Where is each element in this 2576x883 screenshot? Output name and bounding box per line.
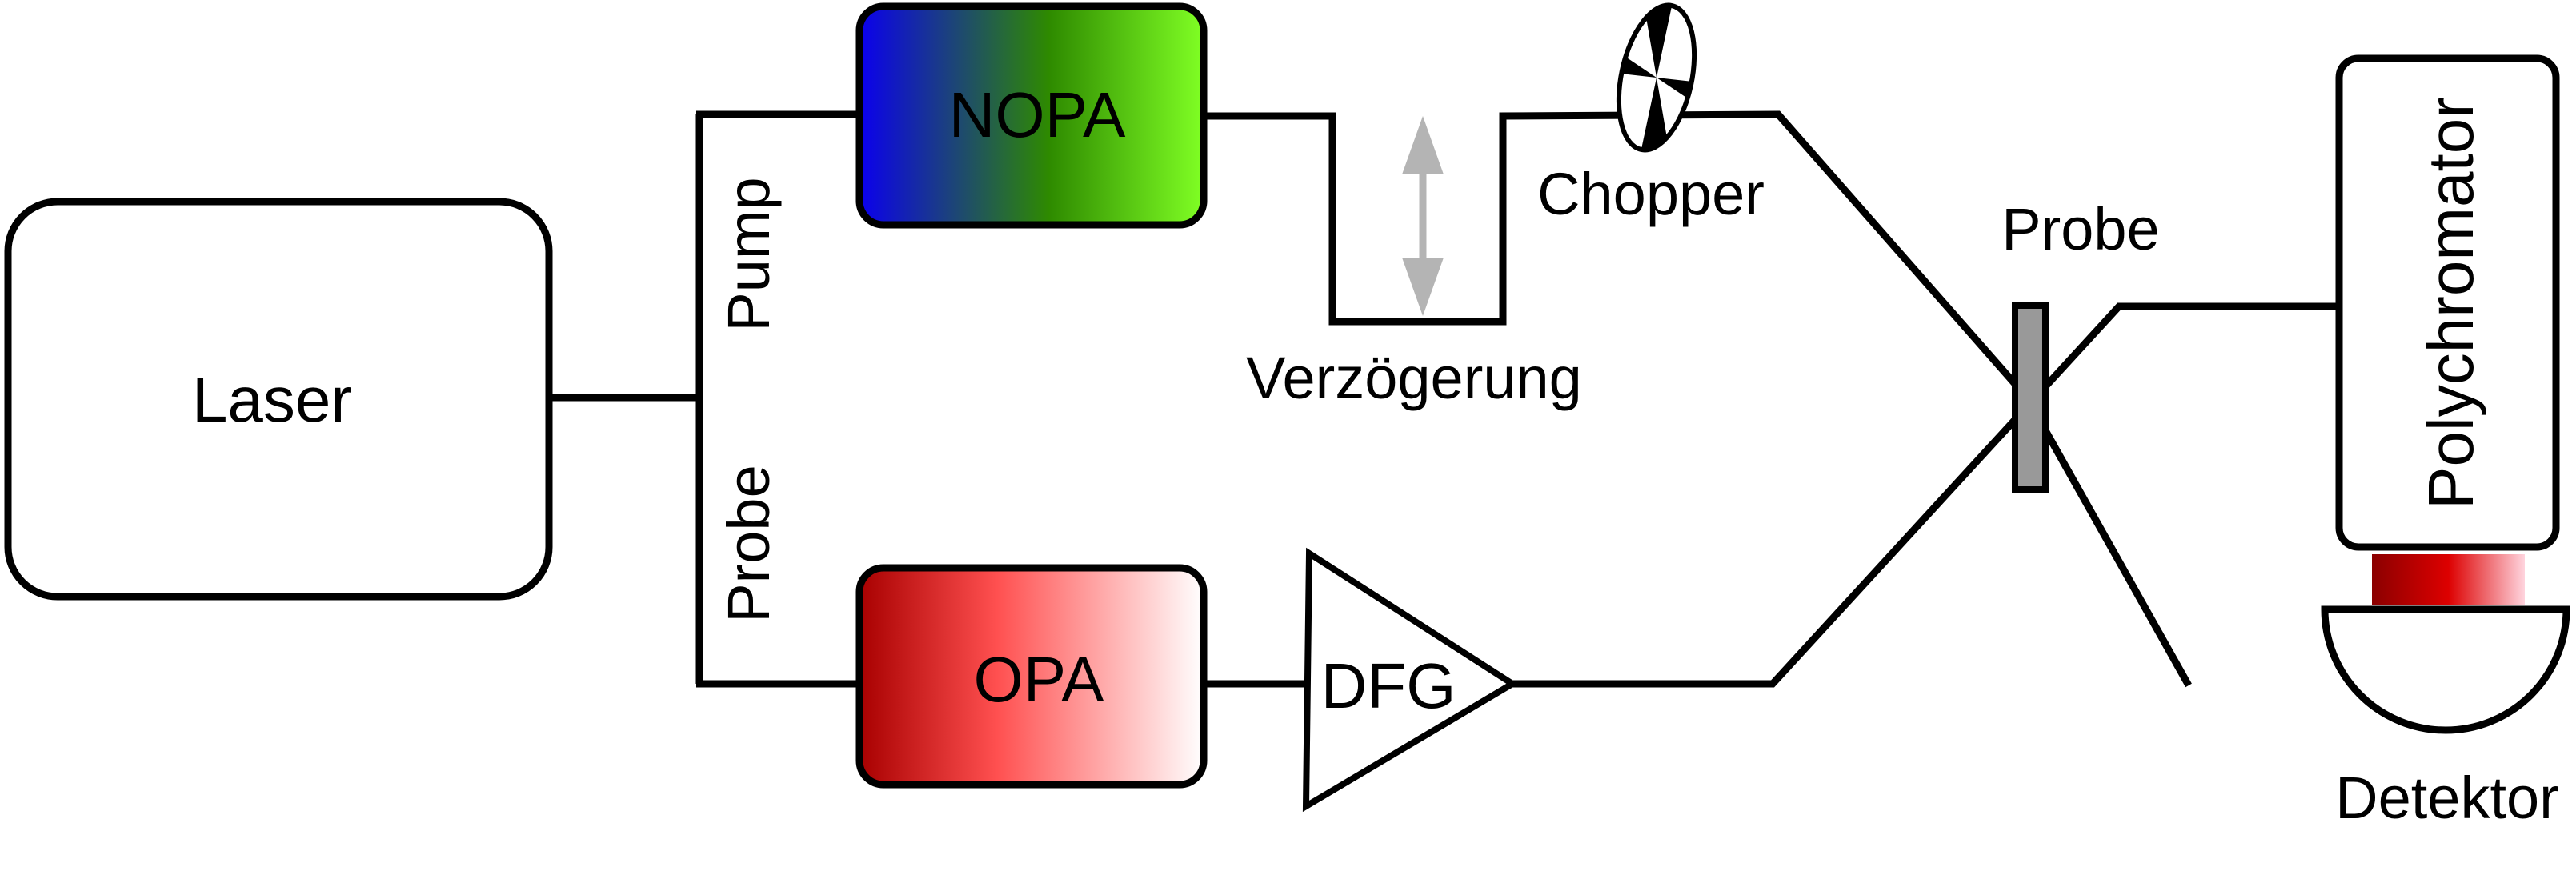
polychromator-box-frame <box>2335 54 2560 551</box>
opa-box-frame <box>855 564 1208 789</box>
nopa-box-frame <box>855 2 1208 229</box>
detector-light-band <box>2372 554 2525 605</box>
detector-icon <box>2321 605 2570 734</box>
polychromator-label: Polychromator <box>2415 97 2486 509</box>
delay-arrow-head-up <box>1402 116 1444 174</box>
chopper-icon <box>1606 0 1707 158</box>
nopa-label: NOPA <box>949 79 1126 150</box>
opa-label: OPA <box>973 644 1104 715</box>
delay-arrow-head-down <box>1402 258 1444 316</box>
sample-label: Probe <box>2001 196 2159 262</box>
laser-box-frame <box>4 198 553 601</box>
dfg-element: DFG <box>1302 547 1519 813</box>
dfg-label: DFG <box>1321 650 1456 721</box>
sample-cuvette <box>2012 302 2049 493</box>
dfg-triangle <box>1302 547 1519 813</box>
pump-beam-path <box>1207 110 2192 688</box>
detector-label: Detektor <box>2335 765 2559 831</box>
laser-box: Laser <box>4 198 553 601</box>
chopper-label: Chopper <box>1537 161 1765 227</box>
chopper-rim <box>1616 2 1697 153</box>
detector-shape <box>2321 605 2570 734</box>
delay-arrow-icon <box>1402 116 1444 316</box>
probe-beam-path <box>1512 302 2337 688</box>
pump-branch-label: Pump <box>715 177 782 331</box>
laser-label: Laser <box>192 364 352 435</box>
delay-label: Verzögerung <box>1246 345 1582 411</box>
polychromator-box: Polychromator <box>2335 54 2560 551</box>
nopa-box: NOPA <box>855 2 1208 229</box>
probe-branch-label: Probe <box>715 465 782 622</box>
opa-box: OPA <box>855 564 1208 789</box>
